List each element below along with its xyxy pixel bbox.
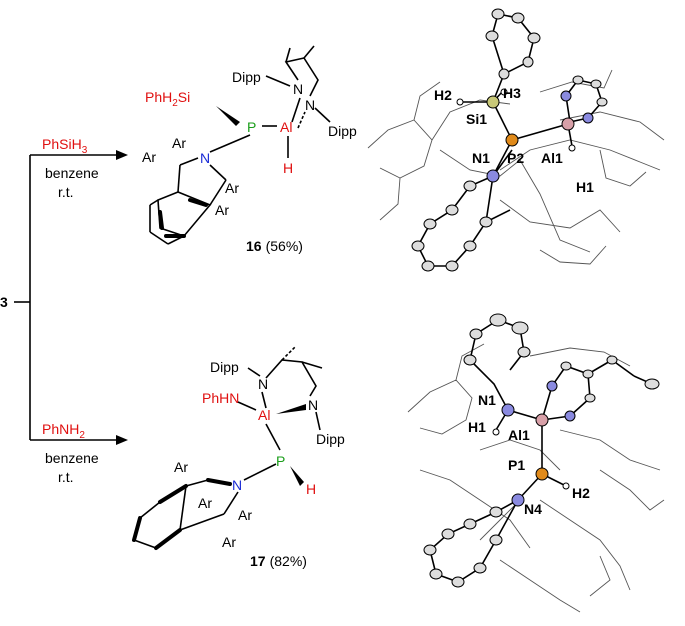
cs16-label-si1: Si1 — [466, 111, 487, 127]
reaction-bracket: 3 — [0, 150, 128, 445]
top-solvent: benzene — [45, 165, 99, 181]
bottom-solvent: benzene — [45, 450, 99, 466]
bottom-conditions: PhNH2 benzene r.t. — [42, 421, 99, 485]
structure-17: Dipp N N Dipp PhHN Al P H N Ar Ar Ar Ar — [132, 345, 345, 569]
si-atom — [486, 95, 500, 109]
top-temperature: r.t. — [58, 184, 74, 200]
p-atom — [505, 133, 519, 147]
dipp-16a: Dipp — [232, 69, 261, 85]
aryl-17d: Ar — [222, 534, 236, 550]
aryl-16c: Ar — [225, 180, 239, 196]
silyl-label: PhH2Si — [145, 89, 190, 109]
cs16-label-n1: N1 — [472, 150, 490, 166]
aryl-17b: Ar — [198, 495, 212, 511]
cs17-label-n1: N1 — [478, 392, 496, 408]
p1-atom — [535, 467, 549, 481]
imine-n-16b: N — [305, 97, 315, 113]
product-17-caption: 17(82%) — [250, 553, 307, 569]
al1-atom — [535, 413, 549, 427]
cs16-label-p2: P2 — [507, 150, 524, 166]
aluminum-label-17: Al — [258, 407, 270, 423]
cs16-label-h3: H3 — [503, 85, 521, 101]
aryl-16d: Ar — [215, 202, 229, 218]
dipp-16b: Dipp — [328, 123, 357, 139]
n4-atom — [511, 493, 525, 507]
structure-16: PhH2Si P Al H N Ar Ar Ar Ar N N Dipp Dip… — [142, 45, 357, 254]
cs17-label-n4: N4 — [524, 501, 542, 517]
aryl-17a: Ar — [174, 459, 188, 475]
imine-n-17b: N — [308, 397, 318, 413]
cs16-label-h1: H1 — [576, 179, 594, 195]
phosphorus-label-17: P — [276, 453, 285, 469]
hydride-label-16: H — [283, 160, 293, 176]
hydride-label-17: H — [306, 481, 316, 497]
nitrogen-label-17: N — [232, 477, 242, 493]
imine-n-16a: N — [293, 81, 303, 97]
product-16-caption: 16(56%) — [246, 238, 303, 254]
crystal-structure-17: N1 H1 Al1 P1 H2 N4 — [407, 313, 665, 613]
crystal-structure-16: H2 H3 Si1 N1 P2 Al1 H1 — [367, 8, 665, 272]
cs16-label-al1: Al1 — [541, 150, 563, 166]
n-atom — [486, 169, 500, 183]
cs16-label-h2: H2 — [434, 87, 452, 103]
aryl-16a: Ar — [172, 135, 186, 151]
al-atom — [561, 117, 575, 131]
dipp-17a: Dipp — [210, 359, 239, 375]
aryl-16b: Ar — [142, 149, 156, 165]
top-reagent: PhSiH3 — [42, 136, 88, 156]
bottom-reagent: PhNH2 — [42, 421, 85, 441]
amide-label: PhHN — [202, 390, 239, 406]
aryl-17c: Ar — [238, 507, 252, 523]
imine-n-17a: N — [258, 376, 268, 392]
top-conditions: PhSiH3 benzene r.t. — [42, 136, 99, 200]
nitrogen-label-16: N — [200, 150, 210, 166]
cs17-label-h2: H2 — [572, 485, 590, 501]
phosphorus-label-16: P — [247, 119, 256, 135]
cs17-label-p1: P1 — [508, 457, 525, 473]
starting-compound-label: 3 — [0, 294, 8, 310]
bottom-temperature: r.t. — [58, 469, 74, 485]
cs17-label-al1: Al1 — [508, 427, 530, 443]
n1-atom — [501, 403, 515, 417]
aluminum-label-16: Al — [280, 119, 292, 135]
dipp-17b: Dipp — [316, 431, 345, 447]
cs17-label-h1: H1 — [468, 419, 486, 435]
